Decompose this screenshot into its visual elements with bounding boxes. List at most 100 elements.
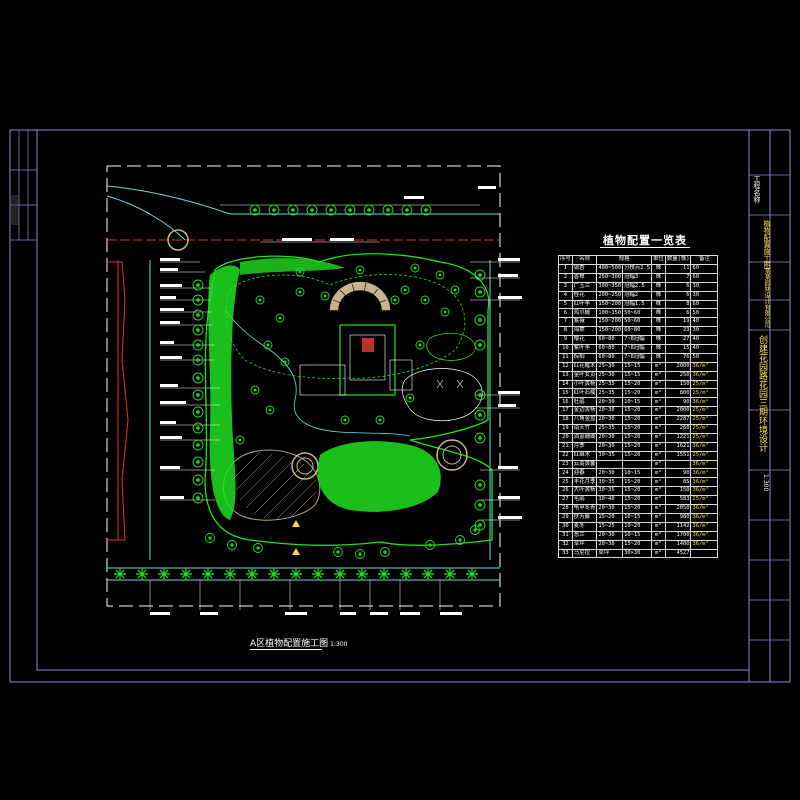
tree-symbol: [470, 525, 480, 535]
remark: 36/m²: [690, 530, 719, 541]
spec-size: 200~250: [596, 290, 624, 301]
quantity: 90: [664, 468, 692, 479]
spec-crown: 15~20: [622, 486, 653, 497]
remark: 36/m²: [690, 477, 719, 488]
unit: m²: [651, 388, 666, 399]
north-road-2: [106, 195, 186, 241]
quantity: 2000: [664, 361, 692, 372]
remark: 36/m²: [690, 468, 719, 479]
palm-symbol: [202, 568, 214, 580]
tree-symbol: [192, 279, 204, 291]
remark: [690, 548, 719, 559]
tree-symbol: [474, 499, 486, 511]
east-pond: [426, 332, 476, 361]
plant-name: 银杏: [571, 264, 598, 274]
plant-name: 杜鹃: [571, 397, 598, 408]
tree-symbol: [401, 204, 413, 216]
plant-name: 南天竹: [571, 424, 598, 434]
spec-size: 25~35: [596, 388, 624, 399]
spec-size: 100~150: [596, 308, 624, 319]
plant-name: 马尼拉: [571, 548, 598, 559]
palm-symbol: [246, 568, 258, 580]
row-no: 7: [558, 317, 573, 328]
header-remark: 备注: [690, 255, 719, 265]
tree-symbol: [435, 270, 445, 280]
tree-symbol: [295, 267, 305, 277]
quantity: 76: [664, 352, 692, 363]
quantity: 2000: [664, 406, 692, 417]
tree-symbol: [192, 422, 204, 434]
plant-table-title: 植物配置一览表: [603, 234, 687, 247]
palm-symbol: [466, 568, 478, 580]
top-label-bars: [282, 186, 496, 241]
palm-symbol: [268, 568, 280, 580]
spec-crown: 15~20: [622, 415, 653, 426]
row-no: 23: [558, 459, 573, 470]
plant-name: 红花檵木: [571, 361, 598, 372]
spec-size: 150~200: [596, 317, 624, 328]
west-wing: [299, 364, 346, 396]
unit: 株: [651, 352, 666, 363]
east-round-paving-inner: [442, 445, 462, 465]
west-shrub-strip: [208, 265, 240, 520]
palm-symbol: [114, 568, 126, 580]
row-no: 1: [558, 264, 573, 274]
remark: 25/m²: [690, 415, 719, 426]
spec-crown: 分枝点2.5: [622, 264, 653, 274]
spec-size: 20~30: [596, 406, 624, 417]
spec-size: 20~30: [596, 415, 624, 426]
row-no: 13: [558, 370, 573, 381]
header-spec: 规格: [596, 255, 653, 265]
tree-symbol: [382, 204, 394, 216]
winding-path: [224, 309, 411, 437]
unit: m²: [651, 468, 666, 479]
remark: 60: [690, 264, 719, 274]
tree-symbol: [249, 204, 261, 216]
tree-symbol: [474, 269, 486, 281]
spec-crown: 10~15: [622, 512, 653, 523]
unit: m²: [651, 424, 666, 434]
tree-symbol: [192, 406, 204, 418]
row-no: 33: [558, 548, 573, 559]
row-no: 30: [558, 521, 573, 532]
header-no: 序号: [558, 255, 573, 265]
tree-symbol: [474, 314, 486, 326]
remark: 60: [690, 299, 719, 310]
left-leaders: [160, 261, 220, 501]
unit: m²: [651, 539, 666, 550]
spec-crown: 冠幅1.5: [622, 299, 653, 310]
tree-symbol: [235, 435, 245, 445]
tree-symbol: [306, 204, 318, 216]
central-building-core: [349, 334, 386, 381]
unit: m²: [651, 495, 666, 506]
plant-table-header: 序号 名称 规格 单位 数量(株) 备注: [558, 255, 719, 265]
tree-symbol: [405, 393, 415, 403]
remark: 30: [690, 281, 719, 292]
tree-symbol: [355, 549, 365, 559]
tree-symbol: [400, 285, 410, 295]
row-no: 20: [558, 432, 573, 443]
palm-symbol: [422, 568, 434, 580]
tree-symbol: [375, 415, 385, 425]
tree-symbols: [114, 204, 486, 580]
remark: 40: [690, 335, 719, 346]
plant-name: 草坪: [571, 539, 598, 550]
row-no: 27: [558, 495, 573, 506]
tree-symbol: [192, 439, 204, 451]
remark: 25/m²: [690, 388, 719, 399]
unit: m²: [651, 415, 666, 426]
spec-crown: 7~8冠幅: [622, 344, 653, 354]
unit: 株: [651, 308, 666, 319]
plant-name: 红继木: [571, 450, 598, 461]
spec-size: 25~30: [596, 361, 624, 372]
